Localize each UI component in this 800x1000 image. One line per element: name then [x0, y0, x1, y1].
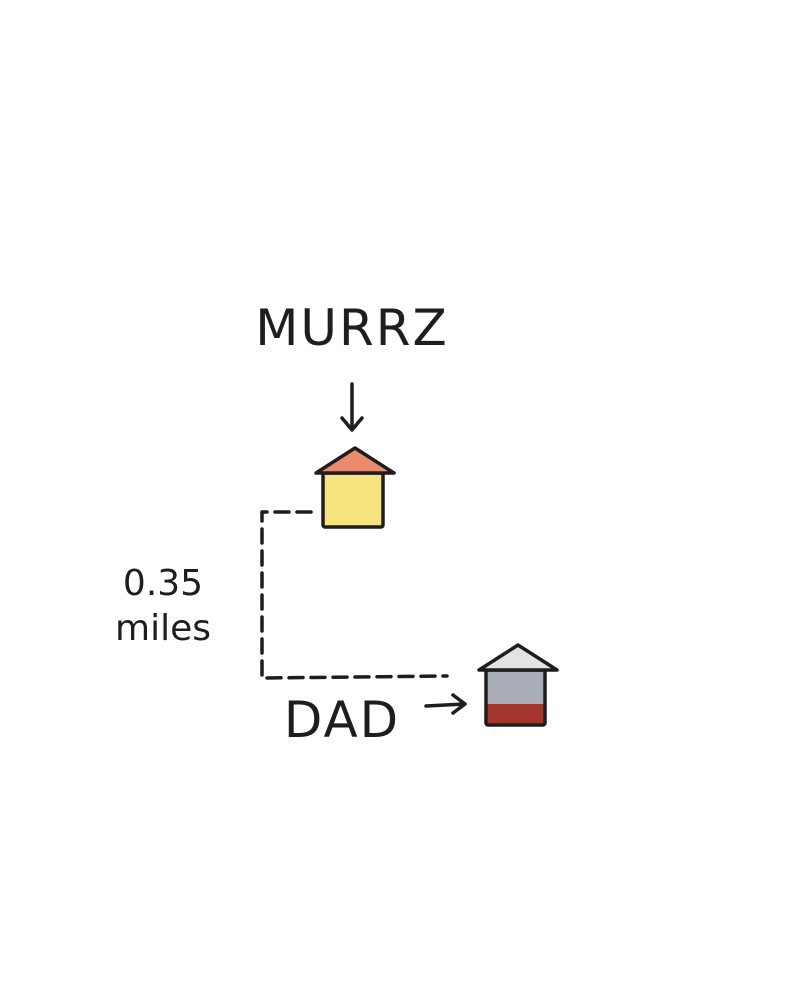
- distance-value: 0.35: [123, 563, 203, 604]
- distance-unit: miles: [115, 608, 211, 649]
- right-arrow-icon: [424, 693, 467, 715]
- murrz-label: MURRZ: [255, 299, 448, 357]
- dad-label: DAD: [284, 691, 400, 749]
- dad-house-icon: [477, 643, 559, 727]
- murrz-house-icon: [314, 446, 396, 529]
- down-arrow-icon: [340, 382, 364, 432]
- dashed-path-line: [260, 510, 449, 680]
